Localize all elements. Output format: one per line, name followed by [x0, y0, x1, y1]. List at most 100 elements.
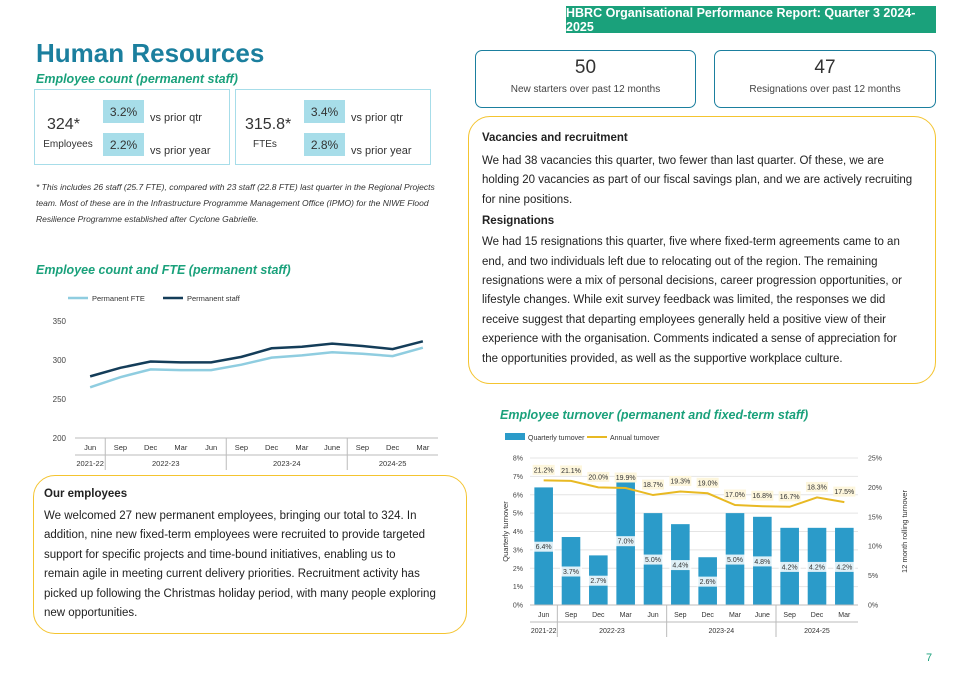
- annual-data-label: 20.0%: [588, 474, 608, 481]
- bar-label-bg: [751, 556, 774, 567]
- year-group-label: 2022-23: [152, 459, 180, 468]
- annual-data-label: 16.7%: [780, 494, 800, 501]
- x-tick-label: Mar: [838, 612, 851, 619]
- year-group-label: 2024-25: [804, 628, 830, 635]
- our-employees-line-5: picked up following the Christmas holida…: [44, 587, 436, 600]
- x-tick-label: Mar: [295, 443, 308, 452]
- year-group-label: 2023-24: [708, 628, 734, 635]
- legend-label: Quarterly turnover: [528, 435, 585, 442]
- y-tick-label: 5%: [513, 511, 523, 518]
- employees-caption: Employees: [43, 139, 93, 150]
- annual-data-label: 18.3%: [807, 484, 827, 491]
- x-tick-label: Mar: [729, 612, 742, 619]
- y2-axis-title: 12 month rolling turnover: [900, 490, 909, 573]
- annual-data-label: 19.9%: [616, 475, 636, 482]
- legend-label: Permanent staff: [187, 294, 241, 303]
- bar-label-bg: [669, 560, 692, 571]
- x-tick-label: June: [324, 443, 340, 452]
- resignations-card: 47 Resignations over past 12 months: [714, 50, 936, 108]
- page-number: 7: [926, 652, 933, 664]
- x-tick-label: Jun: [647, 612, 658, 619]
- legend-label: Annual turnover: [610, 435, 660, 442]
- employee-count-heading: Employee count (permanent staff): [36, 72, 238, 86]
- vacancies-line-2: holding 20 vacancies as part of our fisc…: [482, 174, 913, 187]
- resignations-line-2: end, and two individuals left due to rel…: [482, 255, 878, 268]
- x-tick-label: Sep: [674, 612, 687, 619]
- y-tick-label: 6%: [513, 492, 523, 499]
- x-tick-label: Mar: [620, 612, 633, 619]
- x-tick-label: Dec: [144, 443, 158, 452]
- y-tick-label: 250: [53, 395, 67, 404]
- bar-label-bg: [532, 541, 555, 552]
- bar-label-bg: [724, 554, 746, 565]
- resignations-line-3: resignations were a mix of personal deci…: [482, 275, 902, 288]
- bar-data-label: 2.6%: [700, 579, 716, 586]
- y-tick-label: 1%: [513, 584, 523, 591]
- series-line-permanent-staff: [89, 340, 424, 378]
- vacancies-line-1: We had 38 vacancies this quarter, two fe…: [482, 155, 884, 167]
- resignations-heading: Resignations: [482, 215, 555, 228]
- bar-label-bg: [587, 575, 610, 586]
- headcount-footnote: * This includes 26 staff (25.7 FTE), com…: [36, 182, 435, 224]
- annual-data-label: 17.5%: [834, 489, 854, 496]
- annual-label-bg: [560, 465, 582, 476]
- resignations-line-4: lifestyle changes. While exit survey fee…: [482, 294, 886, 307]
- annual-label-bg: [587, 471, 610, 482]
- annual-label-bg: [778, 491, 801, 502]
- annual-data-label: 17.0%: [725, 492, 745, 499]
- y-axis-title: Quarterly turnover: [501, 501, 510, 562]
- vacancies-heading: Vacancies and recruitment: [482, 132, 628, 144]
- y2-tick-label: 5%: [868, 573, 878, 580]
- x-tick-label: Sep: [235, 443, 248, 452]
- annual-data-label: 21.1%: [561, 468, 581, 475]
- x-tick-label: Sep: [783, 612, 796, 619]
- bar-data-label: 7.0%: [618, 539, 634, 546]
- ftes-caption: FTEs: [253, 139, 277, 150]
- resignations-line-7: the opportunities provided, as well as t…: [482, 352, 843, 365]
- x-tick-label: Sep: [565, 612, 578, 619]
- annual-label-bg: [532, 464, 555, 475]
- legend-swatch: [505, 433, 525, 440]
- our-employees-line-4: remain agile in meeting current delivery…: [44, 568, 420, 581]
- annual-label-bg: [724, 489, 746, 500]
- bar-label-bg: [833, 561, 856, 572]
- y-tick-label: 2%: [513, 566, 523, 573]
- our-employees-line-6: new opportunities.: [44, 607, 138, 620]
- annual-turnover-line: [543, 479, 845, 508]
- series-line-permanent-fte: [89, 346, 424, 389]
- x-tick-label: June: [755, 612, 770, 619]
- employees-year-label: vs prior year: [150, 145, 211, 157]
- bar-data-label: 5.0%: [727, 557, 743, 564]
- resignations-line-1: We had 15 resignations this quarter, fiv…: [482, 236, 900, 249]
- bar-label-bg: [560, 566, 582, 577]
- year-group-label: 2021-22: [531, 628, 557, 635]
- annual-label-bg: [696, 477, 719, 488]
- new-starters-caption: New starters over past 12 months: [510, 84, 661, 95]
- x-tick-label: Jun: [205, 443, 217, 452]
- employees-qtr-change: 3.2%: [103, 100, 144, 123]
- bar-data-label: 5.0%: [645, 557, 661, 564]
- legend-label: Permanent FTE: [92, 294, 145, 303]
- bar-label-bg: [778, 561, 801, 572]
- employees-value: 324*: [47, 116, 80, 133]
- bar-data-label: 4.2%: [809, 564, 825, 571]
- our-employees-line-2: addition, nine new fixed-term employees …: [44, 529, 425, 542]
- our-employees-heading: Our employees: [44, 488, 128, 500]
- year-group-label: 2021-22: [76, 459, 104, 468]
- annual-data-label: 16.8%: [752, 493, 772, 500]
- x-tick-label: Mar: [416, 443, 429, 452]
- our-employees-box: Our employees We welcomed 27 new permane…: [33, 475, 467, 634]
- annual-data-label: 19.0%: [698, 480, 718, 487]
- bar-label-bg: [614, 536, 637, 547]
- page-title: Human Resources: [36, 38, 265, 68]
- bar-label-bg: [806, 561, 828, 572]
- y-tick-label: 4%: [513, 529, 523, 536]
- x-tick-label: Mar: [174, 443, 187, 452]
- year-group-label: 2024-25: [379, 459, 407, 468]
- ftes-card: 315.8* FTEs 3.4% vs prior qtr 2.8% vs pr…: [235, 89, 431, 165]
- y-tick-label: 3%: [513, 547, 523, 554]
- new-starters-card: 50 New starters over past 12 months: [475, 50, 696, 108]
- annual-data-label: 21.2%: [534, 467, 554, 474]
